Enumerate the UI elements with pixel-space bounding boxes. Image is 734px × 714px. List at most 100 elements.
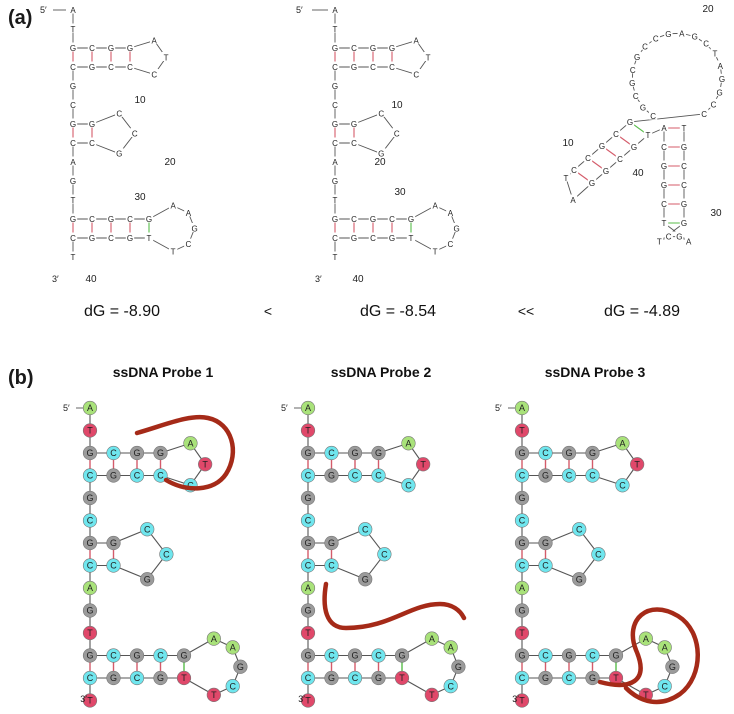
- nucleotide-letter: C: [589, 651, 596, 661]
- nucleotide-letter: A: [405, 438, 411, 448]
- nucleotide-letter: C: [447, 240, 453, 249]
- nucleotide-letter: G: [351, 120, 357, 129]
- backbone-link: [91, 142, 120, 155]
- nucleotide-G: [82, 445, 98, 461]
- nucleotide-bg: [106, 213, 116, 223]
- comparator-2: <<: [518, 303, 534, 319]
- nucleotide-letter: G: [370, 44, 376, 53]
- nucleotide-G: [347, 445, 363, 461]
- nucleotide-bg: [715, 86, 724, 96]
- nucleotide-G: [514, 445, 530, 461]
- highlight-curve-1: [134, 414, 236, 491]
- nucleotide-C: [572, 522, 587, 537]
- nucleotide-letter: G: [542, 471, 549, 481]
- index-20: 20: [164, 157, 176, 168]
- nucleotide-T: [394, 670, 410, 686]
- nucleotide-G: [106, 535, 121, 551]
- nucleotide-bg: [643, 129, 653, 139]
- nucleotide-G: [106, 670, 121, 686]
- nucleotide-letter: C: [305, 471, 312, 481]
- nucleotide-letter: T: [399, 673, 405, 683]
- nucleotide-bg: [330, 251, 340, 261]
- nucleotide-bg: [68, 175, 78, 185]
- nucleotide-bg: [392, 128, 401, 137]
- nucleotide-letter: G: [518, 448, 525, 458]
- nucleotide-bg: [377, 148, 386, 158]
- nucleotide-C: [300, 670, 316, 686]
- nucleotide-letter: G: [669, 662, 676, 672]
- nucleotide-G: [300, 445, 316, 461]
- nucleotide-letter: G: [518, 651, 525, 661]
- nucleotide-letter: T: [429, 690, 435, 700]
- nucleotide-letter: T: [333, 196, 338, 205]
- nucleotide-letter: A: [679, 29, 685, 38]
- nucleotide-letter: A: [170, 202, 176, 211]
- highlight-curve-3: [597, 607, 700, 705]
- nucleotide-bg: [659, 217, 669, 227]
- nucleotide-bg: [68, 118, 78, 128]
- nucleotide-letter: A: [448, 643, 454, 653]
- nucleotide-bg: [168, 245, 178, 255]
- nucleotide-bg: [161, 52, 171, 61]
- nucleotide-C: [129, 670, 145, 686]
- nucleotide-letter: A: [414, 37, 420, 46]
- nucleotide-C: [153, 468, 168, 483]
- nucleotide-T: [300, 693, 316, 708]
- nucleotide-G: [300, 648, 316, 663]
- nucleotide-bg: [68, 137, 78, 147]
- nucleotide-letter: C: [519, 673, 526, 683]
- nucleotide-bg: [330, 23, 340, 33]
- nucleotide-bg: [330, 99, 340, 109]
- nucleotide-letter: C: [351, 139, 357, 148]
- nucleotide-letter: G: [328, 471, 335, 481]
- nucleotide-letter: C: [87, 516, 94, 526]
- nucleotide-bg: [709, 98, 718, 108]
- nucleotide-T: [82, 693, 98, 708]
- backbone-link: [353, 112, 382, 125]
- nucleotide-letter: G: [70, 177, 76, 186]
- nucleotide-T: [416, 457, 431, 472]
- nucleotide-bg: [640, 40, 650, 50]
- nucleotide-letter: C: [352, 471, 359, 481]
- nucleotide-letter: G: [565, 651, 572, 661]
- nucleotide-bg: [144, 213, 154, 223]
- nucleotide-letter: C: [328, 561, 335, 571]
- nucleotide-G: [324, 670, 339, 686]
- nucleotide-C: [538, 558, 553, 573]
- nucleotide-letter: G: [370, 215, 376, 224]
- nucleotide-bg: [68, 99, 78, 109]
- nucleotide-letter: G: [89, 120, 95, 129]
- nucleotide-letter: T: [71, 196, 76, 205]
- nucleotide-bg: [368, 213, 378, 223]
- nucleotide-letter: G: [518, 538, 525, 548]
- index-40: 40: [85, 274, 97, 285]
- nucleotide-C: [401, 478, 416, 493]
- nucleotide-G: [514, 535, 530, 551]
- nucleotide-G: [451, 659, 466, 674]
- nucleotide-bg: [106, 42, 116, 52]
- nucleotide-A: [443, 640, 458, 655]
- nucleotide-letter: G: [127, 44, 133, 53]
- nucleotide-bg: [68, 80, 78, 90]
- nucleotide-bg: [150, 68, 159, 78]
- nucleotide-bg: [701, 38, 711, 48]
- nucleotide-letter: G: [640, 103, 646, 112]
- nucleotide-bg: [675, 231, 684, 241]
- nucleotide-letter: C: [89, 44, 95, 53]
- nucleotide-letter: G: [518, 493, 525, 503]
- nucleotide-bg: [387, 232, 397, 242]
- nucleotide-A: [206, 631, 221, 646]
- nucleotide-G: [82, 535, 98, 551]
- nucleotide-letter: T: [426, 54, 431, 63]
- nucleotide-letter: A: [332, 158, 338, 167]
- nucleotide-G: [608, 648, 624, 663]
- nucleotide-letter: C: [681, 181, 687, 190]
- nucleotide-bg: [684, 236, 693, 246]
- nucleotide-letter: C: [116, 109, 122, 118]
- nucleotide-bg: [638, 101, 648, 111]
- nucleotide-letter: C: [332, 234, 338, 243]
- nucleotide-bg: [679, 160, 689, 170]
- nucleotide-C: [514, 513, 530, 528]
- nucleotide-letter: C: [328, 448, 335, 458]
